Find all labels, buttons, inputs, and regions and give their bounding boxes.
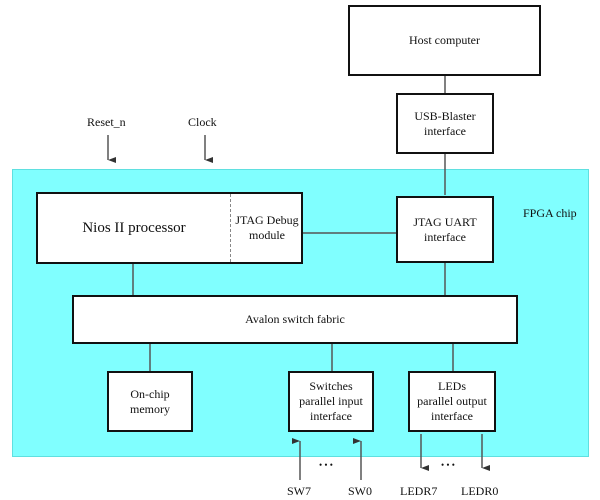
jtag-uart-box: JTAG UART interface xyxy=(396,196,494,263)
sw7-label: SW7 xyxy=(287,484,311,498)
usb-blaster-box: USB-Blaster interface xyxy=(396,93,494,154)
reset-label: Reset_n xyxy=(87,115,126,129)
sw0-label: SW0 xyxy=(348,484,372,498)
clock-label: Clock xyxy=(188,115,217,129)
switches-label: Switches parallel input interface xyxy=(299,379,363,423)
jtag-debug-label: JTAG Debug module xyxy=(235,213,299,242)
leds-ellipsis: • • • xyxy=(441,460,455,470)
nios-processor-box: Nios II processor JTAG Debug module xyxy=(36,192,303,264)
leds-interface-box: LEDs parallel output interface xyxy=(408,371,496,432)
ledr7-label: LEDR7 xyxy=(400,484,438,498)
onchip-memory-label: On-chip memory xyxy=(130,386,170,416)
leds-label: LEDs parallel output interface xyxy=(417,379,487,423)
jtag-uart-label: JTAG UART interface xyxy=(413,214,477,244)
avalon-label: Avalon switch fabric xyxy=(245,312,345,326)
avalon-switch-fabric-box: Avalon switch fabric xyxy=(72,295,518,344)
debug-divider xyxy=(230,194,231,262)
usb-blaster-label: USB-Blaster interface xyxy=(414,108,476,138)
nios-processor-label: Nios II processor xyxy=(82,219,186,236)
fpga-chip-label: FPGA chip xyxy=(523,206,577,220)
switches-ellipsis: • • • xyxy=(319,460,333,470)
onchip-memory-box: On-chip memory xyxy=(107,371,193,432)
host-computer-label: Host computer xyxy=(409,33,480,47)
host-computer-box: Host computer xyxy=(348,5,541,76)
ledr0-label: LEDR0 xyxy=(461,484,499,498)
switches-interface-box: Switches parallel input interface xyxy=(288,371,374,432)
